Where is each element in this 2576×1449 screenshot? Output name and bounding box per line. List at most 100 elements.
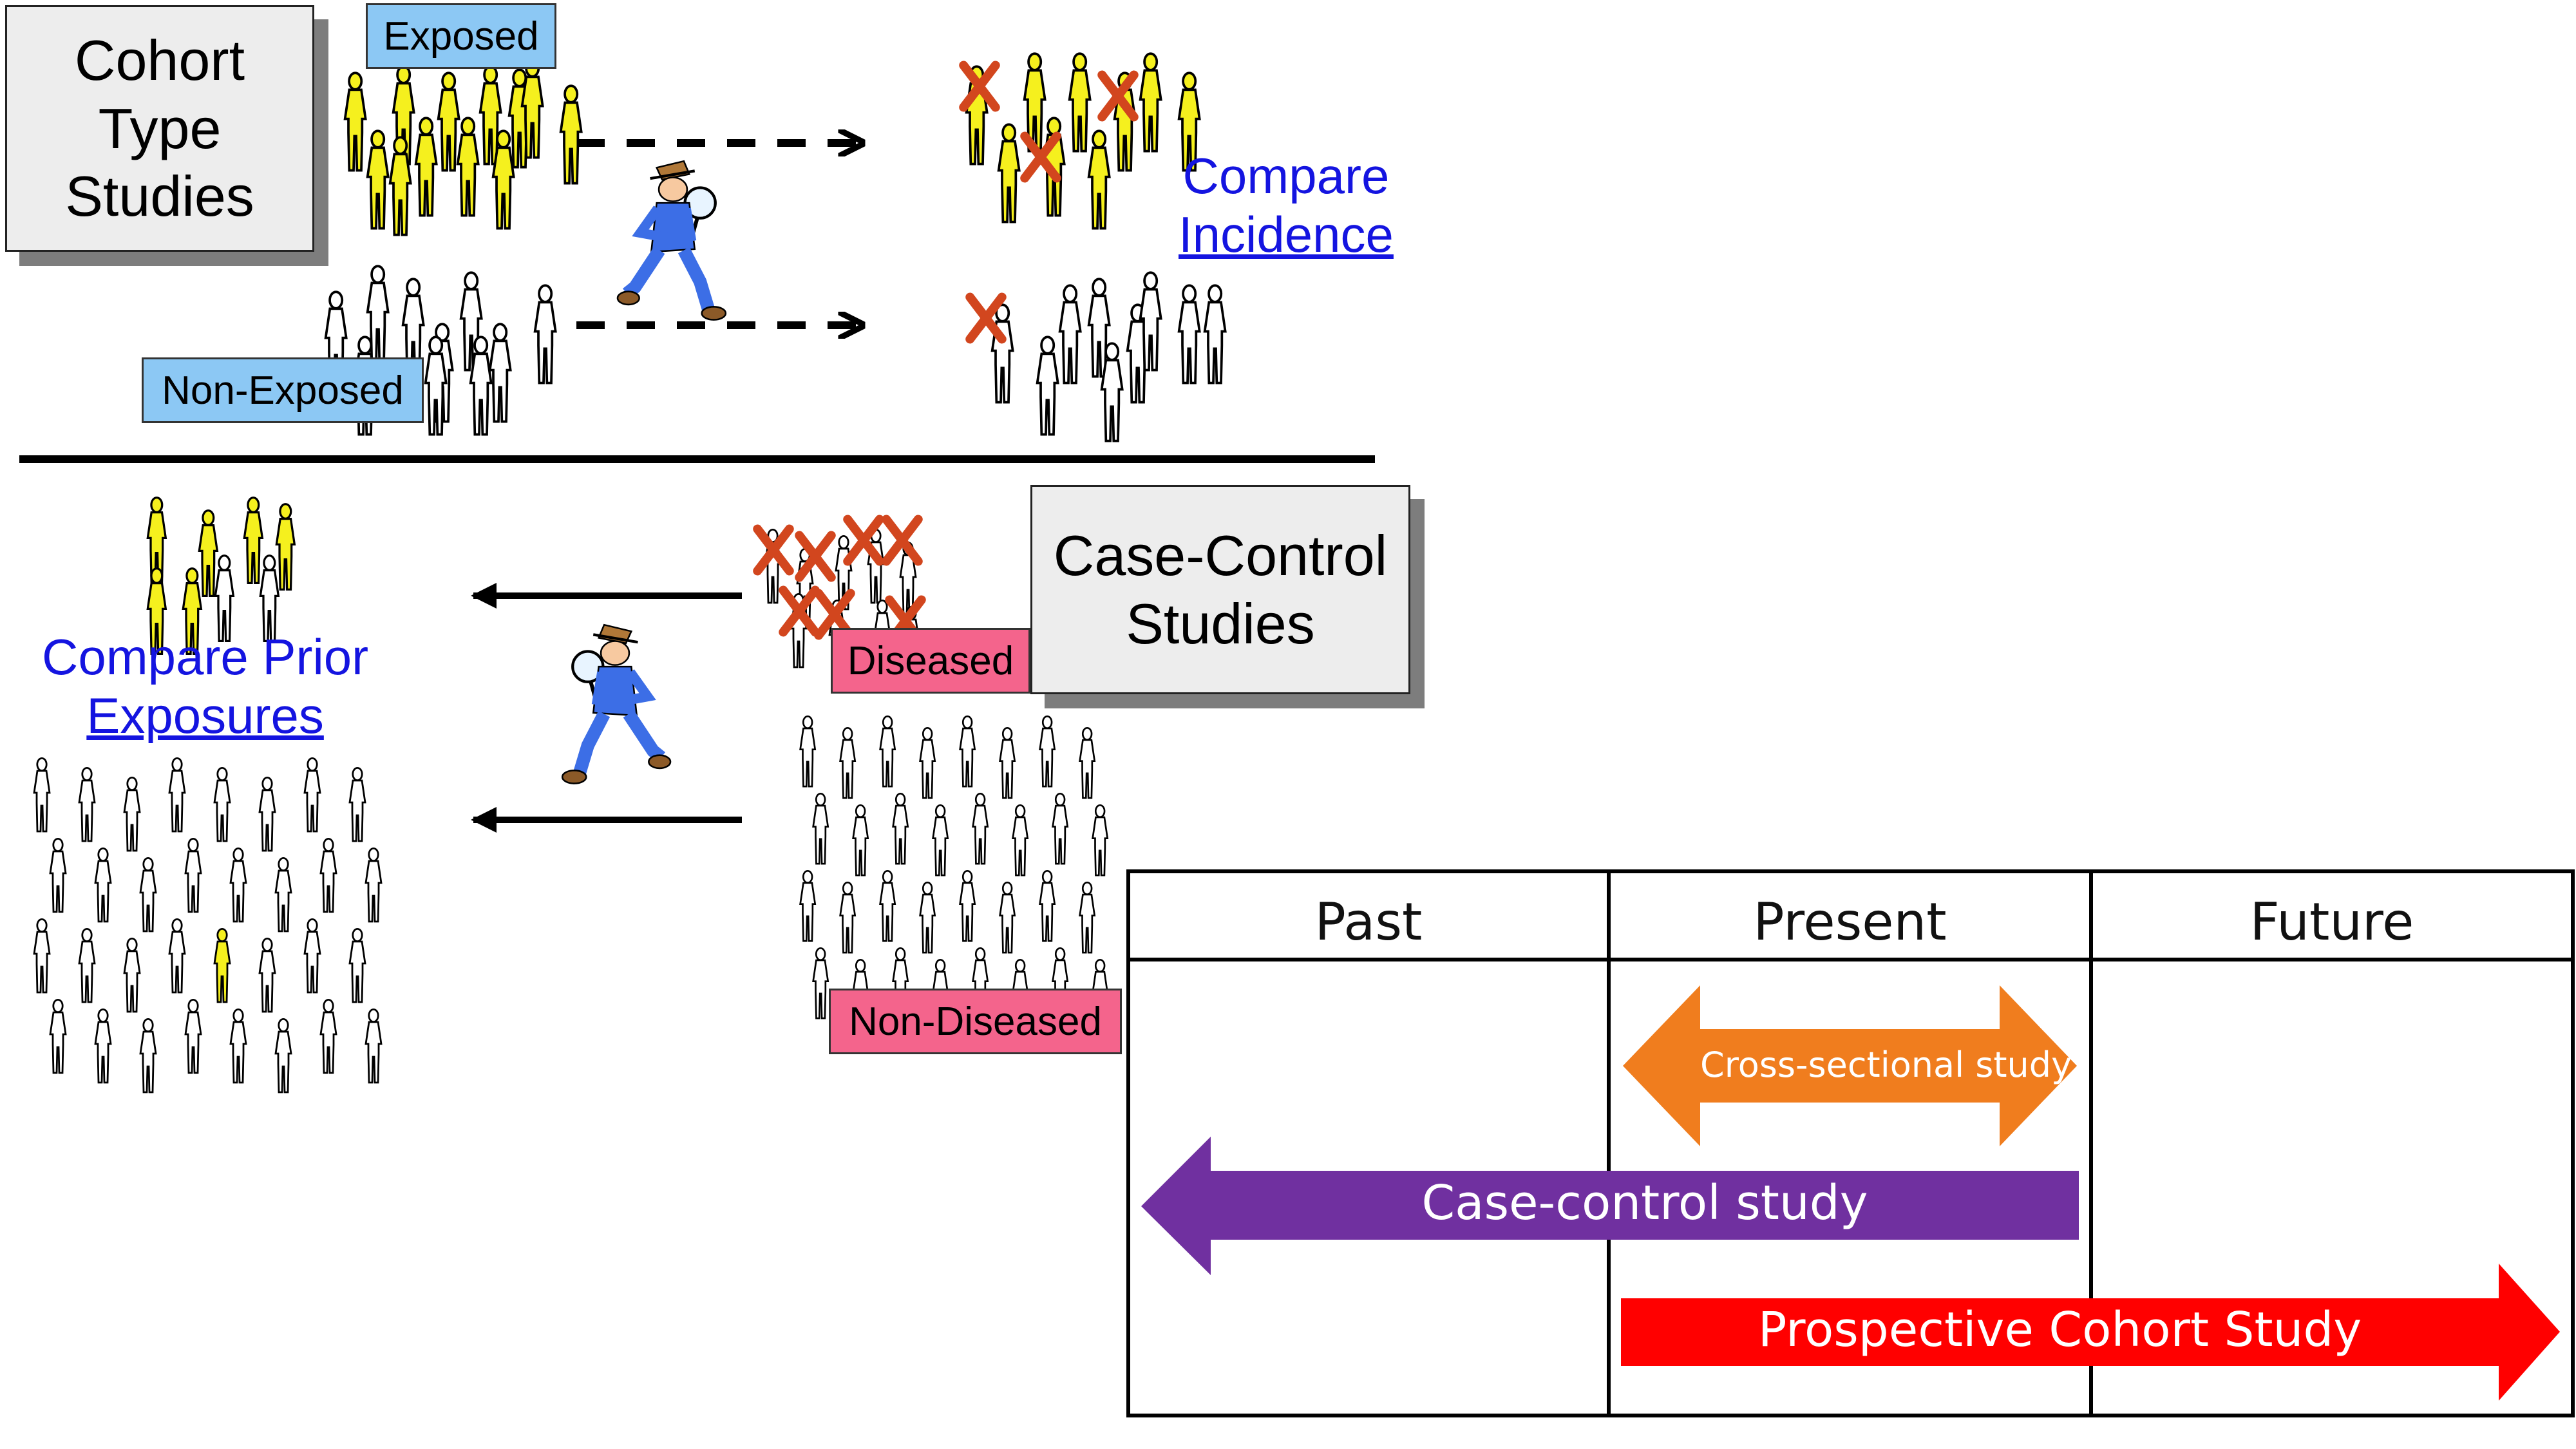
exposed-person-icon [198,509,218,597]
exposed-person-icon [1139,52,1162,153]
person-icon [852,804,869,876]
person-icon [168,757,186,833]
person-icon [533,284,557,384]
person-icon [168,918,186,994]
case-control-arrow [1141,1137,2079,1275]
exposed-person-icon [997,123,1021,223]
person-icon [1036,336,1059,436]
person-icon [812,947,829,1019]
person-icon [972,792,989,865]
cohort-title-line: Type [98,96,222,160]
person-icon [184,838,202,913]
exposed-person-icon [1068,52,1092,153]
exposed-person-icon [243,497,263,584]
person-icon [839,726,857,799]
non-diseased-tag: Non-Diseased [829,989,1122,1054]
person-icon [94,848,112,923]
timeline-table [1126,869,2575,1417]
timeline-column-future: Future [2249,892,2414,952]
exposed-person-icon [437,71,460,172]
person-icon [1058,284,1082,384]
person-icon [213,767,231,842]
person-icon [1079,726,1096,799]
person-icon [123,777,141,852]
case-control-study-label: Case-control study [1421,1175,1868,1231]
diseased-tag: Diseased [831,628,1030,694]
person-icon [49,999,67,1074]
person-icon [348,767,366,842]
person-icon [919,726,936,799]
person-icon [799,715,817,788]
case-control-title-line: Case-Control [1053,523,1388,587]
exposed-person-icon [366,129,390,230]
person-icon [1039,715,1056,788]
person-icon [839,881,857,954]
person-icon [123,938,141,1013]
person-icon [33,757,51,833]
person-icon [365,1009,383,1084]
cohort-title-box: Cohort Type Studies [5,5,314,252]
cross-sectional-label: Cross-sectional study [1700,1045,2072,1085]
person-icon [78,928,96,1003]
exposed-person-icon [1087,129,1111,230]
person-icon [1177,284,1201,384]
person-icon [49,838,67,913]
person-icon [879,869,896,942]
person-icon [892,792,909,865]
detective-cohort-icon [618,161,726,319]
person-icon [33,918,51,994]
person-icon [274,857,292,933]
exposed-person-icon [343,71,367,172]
person-icon [1052,792,1069,865]
exposed-person-icon [275,503,296,591]
person-icon [229,1009,247,1084]
person-icon [303,757,321,833]
detective-casecontrol-icon [562,625,670,783]
exposed-person-icon [213,928,231,1003]
person-icon [1012,804,1029,876]
person-icon [303,918,321,994]
person-icon [139,1018,157,1094]
person-icon [1079,881,1096,954]
person-icon [184,999,202,1074]
person-icon [1039,869,1056,942]
person-icon [319,838,337,913]
compare-incidence-label: Compare Incidence [1179,147,1394,263]
person-icon [959,869,976,942]
person-icon [932,804,949,876]
cross-sectional-arrow [1623,985,2077,1146]
cohort-title-line: Studies [65,164,254,229]
case-control-title-box: Case-Control Studies [1030,485,1410,694]
person-icon [1203,284,1227,384]
timeline-column-present: Present [1753,892,1947,952]
person-icon [999,881,1016,954]
person-icon [1092,804,1109,876]
compare-exposures-label: Compare Prior Exposures [42,629,369,744]
person-icon [812,792,829,865]
person-icon [348,928,366,1003]
cohort-title-line: Cohort [74,28,245,93]
case-control-title-line: Studies [1126,591,1315,656]
person-icon [258,938,276,1013]
person-icon [990,303,1014,404]
person-icon [139,857,157,933]
person-icon [867,529,885,604]
prospective-cohort-arrow [1621,1264,2560,1401]
person-icon [959,715,976,788]
person-icon [94,1009,112,1084]
person-icon [799,869,817,942]
exposed-person-icon [559,84,583,185]
person-icon [258,777,276,852]
non-exposed-tag: Non-Exposed [142,357,424,423]
person-icon [879,715,896,788]
exposed-tag: Exposed [366,3,556,69]
exposed-person-icon [456,117,480,217]
person-icon [365,848,383,923]
person-icon [274,1018,292,1094]
person-icon [78,767,96,842]
person-icon [319,999,337,1074]
person-icon [229,848,247,923]
disease-x-mark [886,519,918,561]
